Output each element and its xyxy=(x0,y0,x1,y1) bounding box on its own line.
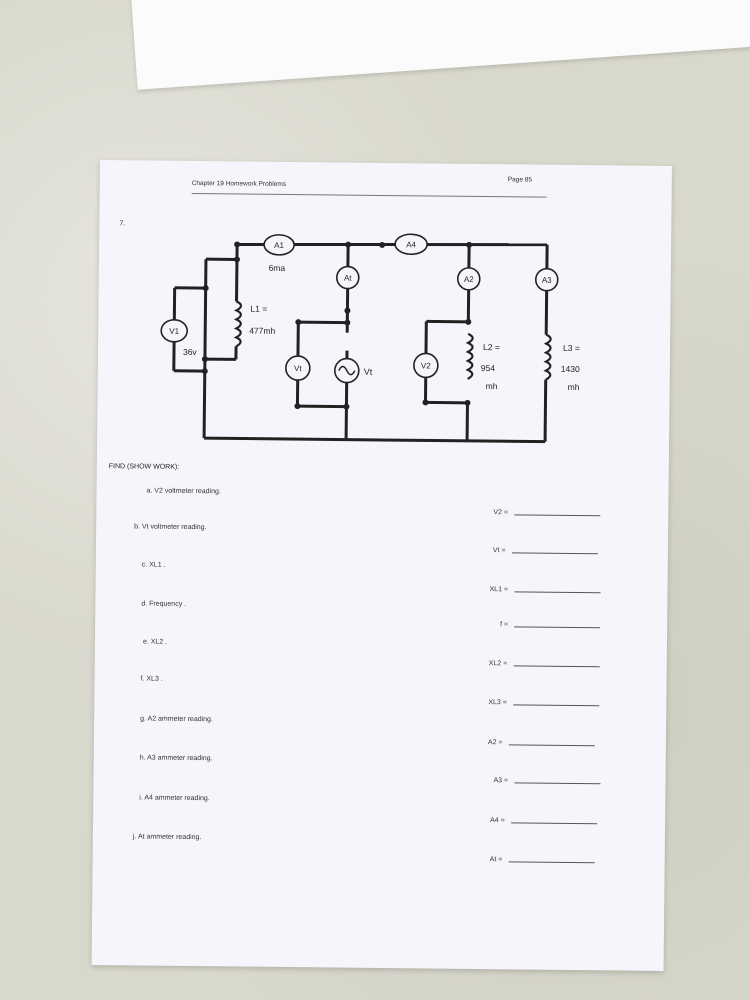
v1-label: V1 xyxy=(169,327,179,336)
answer-xl2-label: XL2 = xyxy=(488,660,508,668)
ammeter-at xyxy=(335,265,360,290)
answer-at-blank[interactable] xyxy=(508,861,595,864)
answer-xl1-label: XL1 = xyxy=(489,586,509,594)
a4-label: A4 xyxy=(406,240,416,249)
inductor-l3 xyxy=(543,333,552,381)
voltmeter-v1 xyxy=(160,318,189,343)
ac-wave xyxy=(338,365,356,376)
a1-label: A1 xyxy=(274,241,284,250)
answer-a3-blank[interactable] xyxy=(514,782,601,785)
l2-value: 954 xyxy=(481,363,496,373)
answer-xl1[interactable]: XL1 = xyxy=(489,586,601,594)
vt-meter-label: Vt xyxy=(294,364,302,373)
question-j: j. At ammeter reading. xyxy=(132,833,202,842)
at-label: At xyxy=(344,274,352,283)
answer-xl3[interactable]: XL3 = xyxy=(488,699,599,707)
answer-xl2-blank[interactable] xyxy=(513,665,600,668)
question-e: e. XL2 . xyxy=(142,638,168,646)
l2-unit: mh xyxy=(486,381,498,391)
answer-a3-label: A3 = xyxy=(493,777,509,785)
question-b: b. Vt voltmeter reading. xyxy=(134,523,207,532)
answer-a2-label: A2 = xyxy=(487,739,503,747)
voltmeter-v2 xyxy=(413,352,439,379)
ammeter-a2 xyxy=(456,267,481,291)
answer-f-blank[interactable] xyxy=(514,626,601,629)
question-g: g. A2 ammeter reading. xyxy=(140,715,213,724)
v1-value: 36v xyxy=(183,347,198,357)
answer-xl3-blank[interactable] xyxy=(512,704,599,707)
answer-v2-label: V2 = xyxy=(493,509,508,517)
a3-label: A3 xyxy=(542,276,552,285)
answer-vt-label: Vt = xyxy=(492,547,506,555)
inductor-l2 xyxy=(465,332,474,380)
question-f: f. XL3 . xyxy=(140,675,163,683)
ammeter-a1 xyxy=(263,234,295,256)
ammeter-a4 xyxy=(394,233,428,256)
question-a: a. V2 voltmeter reading. xyxy=(146,487,221,496)
question-d: d. Frequency . xyxy=(141,600,187,608)
answer-xl2[interactable]: XL2 = xyxy=(489,660,600,668)
voltmeter-vt xyxy=(285,355,311,381)
l3-value: 1430 xyxy=(561,364,580,374)
find-heading: FIND (SHOW WORK): xyxy=(108,463,180,471)
circuit-diagram: A1 A4 At A2 A3 V1 Vt V2 Vt 6ma 36v L1 = … xyxy=(160,233,580,444)
answer-xl1-blank[interactable] xyxy=(513,591,601,594)
answer-a2[interactable]: A2 = xyxy=(488,739,595,747)
answer-a3[interactable]: A3 = xyxy=(493,777,601,785)
inductor-l1 xyxy=(233,300,243,348)
a2-label: A2 xyxy=(464,275,474,284)
answer-vt[interactable]: Vt = xyxy=(493,547,598,555)
background-paper-sheet xyxy=(130,0,750,90)
a1-value: 6ma xyxy=(269,263,286,273)
l2-label: L2 = xyxy=(483,342,500,352)
answer-vt-blank[interactable] xyxy=(511,552,598,555)
answer-at-label: At = xyxy=(489,856,503,864)
answer-xl3-label: XL3 = xyxy=(488,699,507,707)
answer-f-label: f = xyxy=(500,621,509,629)
vt-source-label: Vt xyxy=(364,367,373,377)
question-c: c. XL1 . xyxy=(141,561,166,569)
answer-a4-blank[interactable] xyxy=(510,822,597,825)
answer-a4-label: A4 = xyxy=(490,817,505,825)
l1-label: L1 = xyxy=(250,304,267,314)
answer-a2-blank[interactable] xyxy=(508,744,595,747)
answer-a4[interactable]: A4 = xyxy=(490,817,597,825)
homework-page: Chapter 19 Homework Problems Page 85 7. xyxy=(91,160,672,971)
answer-v2[interactable]: V2 = xyxy=(493,509,600,517)
l3-label: L3 = xyxy=(563,343,580,353)
answer-f[interactable]: f = xyxy=(500,621,601,629)
ammeter-a3 xyxy=(534,267,559,292)
answer-v2-blank[interactable] xyxy=(513,514,600,517)
answer-at[interactable]: At = xyxy=(490,856,595,864)
question-i: i. A4 ammeter reading. xyxy=(139,794,210,803)
question-h: h. A3 ammeter reading. xyxy=(139,754,213,763)
v2-label: V2 xyxy=(421,361,431,370)
l1-value: 477mh xyxy=(249,326,275,336)
l3-unit: mh xyxy=(568,382,580,392)
